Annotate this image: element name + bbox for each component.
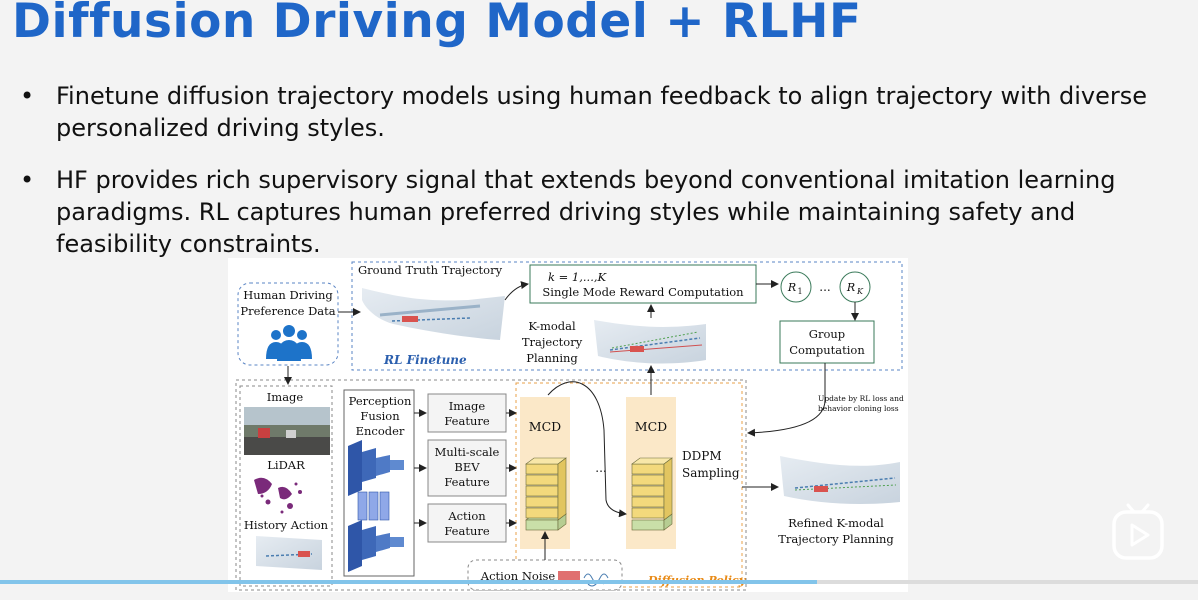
r1-label: R <box>787 281 796 294</box>
people-icon <box>266 325 312 361</box>
encoder-network-icon <box>348 440 404 572</box>
noise-swatch <box>558 571 580 582</box>
slide-title: Diffusion Driving Model + RLHF <box>12 0 862 49</box>
group-computation-box <box>779 320 875 364</box>
r-ellipsis: ... <box>819 280 830 294</box>
kmodal-line1: K-modal <box>528 319 576 333</box>
action-noise-label: Action Noise <box>480 569 556 583</box>
ground-truth-image <box>362 288 505 340</box>
human-pref-line1: Human Driving <box>243 288 333 302</box>
rl-finetune-region <box>351 261 903 371</box>
refined-line2: Trajectory Planning <box>778 532 894 546</box>
reward-label: Single Mode Reward Computation <box>542 285 744 299</box>
image-label: Image <box>267 390 304 404</box>
action-feature-line1: Action <box>447 509 486 523</box>
ddpm-line2: Sampling <box>682 466 740 480</box>
action-feature-box <box>427 503 507 543</box>
bullet-list: Finetune diffusion trajectory models usi… <box>18 80 1188 260</box>
mcd1-label: MCD <box>529 419 561 434</box>
refined-line1: Refined K-modal <box>788 516 884 530</box>
history-action-image <box>256 536 322 570</box>
bev-feature-box <box>427 439 507 497</box>
mid-ellipsis: ... <box>595 461 606 475</box>
video-progress-bar[interactable] <box>0 580 817 584</box>
lidar-label: LiDAR <box>267 458 305 472</box>
human-preference-box <box>237 282 339 366</box>
lidar-image <box>254 477 302 514</box>
history-action-label: History Action <box>244 518 329 532</box>
update-note-line2: behavior cloning loss <box>818 404 899 413</box>
human-pref-line2: Preference Data <box>240 304 335 318</box>
refined-trajectory-image <box>780 456 900 504</box>
mcd2-label: MCD <box>635 419 667 434</box>
mcd-stack-1 <box>525 457 567 531</box>
update-note-line1: Update by RL loss and <box>818 394 904 403</box>
bullet-item: Finetune diffusion trajectory models usi… <box>18 80 1188 144</box>
rl-finetune-label: RL Finetune <box>383 353 467 367</box>
ddpm-line1: DDPM <box>682 449 722 463</box>
group-line1: Group <box>809 327 845 341</box>
video-progress-track[interactable] <box>817 580 1198 584</box>
reward-k-label: k = 1,...,K <box>548 270 608 284</box>
action-feature-line2: Feature <box>444 524 490 538</box>
bev-feature-line1: Multi-scale <box>435 445 500 459</box>
ground-truth-label: Ground Truth Trajectory <box>358 263 503 277</box>
bev-feature-line2: BEV <box>454 460 480 474</box>
rk-subscript: K <box>856 287 864 296</box>
diffusion-policy-region <box>515 382 743 588</box>
encoder-line2: Fusion <box>360 409 400 423</box>
image-feature-box <box>427 393 507 433</box>
reward-box <box>529 264 757 304</box>
rk-label: R <box>846 281 855 294</box>
camera-image <box>244 407 330 455</box>
bev-feature-line3: Feature <box>444 475 490 489</box>
encoder-line3: Encoder <box>356 424 405 438</box>
r1-node <box>780 271 812 303</box>
group-line2: Computation <box>789 343 865 357</box>
encoder-line1: Perception <box>349 394 412 408</box>
mcd-stack-2 <box>631 457 673 531</box>
arrow <box>547 381 627 518</box>
kmodal-image <box>594 320 706 364</box>
arrow <box>504 281 529 301</box>
r1-subscript: 1 <box>797 287 802 296</box>
bullet-item: HF provides rich supervisory signal that… <box>18 164 1188 260</box>
arrow <box>747 363 826 437</box>
input-column <box>239 385 333 587</box>
kmodal-line2: Trajectory <box>522 335 583 349</box>
image-feature-line1: Image <box>449 399 486 413</box>
kmodal-line3: Planning <box>526 351 578 365</box>
play-icon[interactable] <box>1112 503 1164 561</box>
image-feature-line2: Feature <box>444 414 490 428</box>
